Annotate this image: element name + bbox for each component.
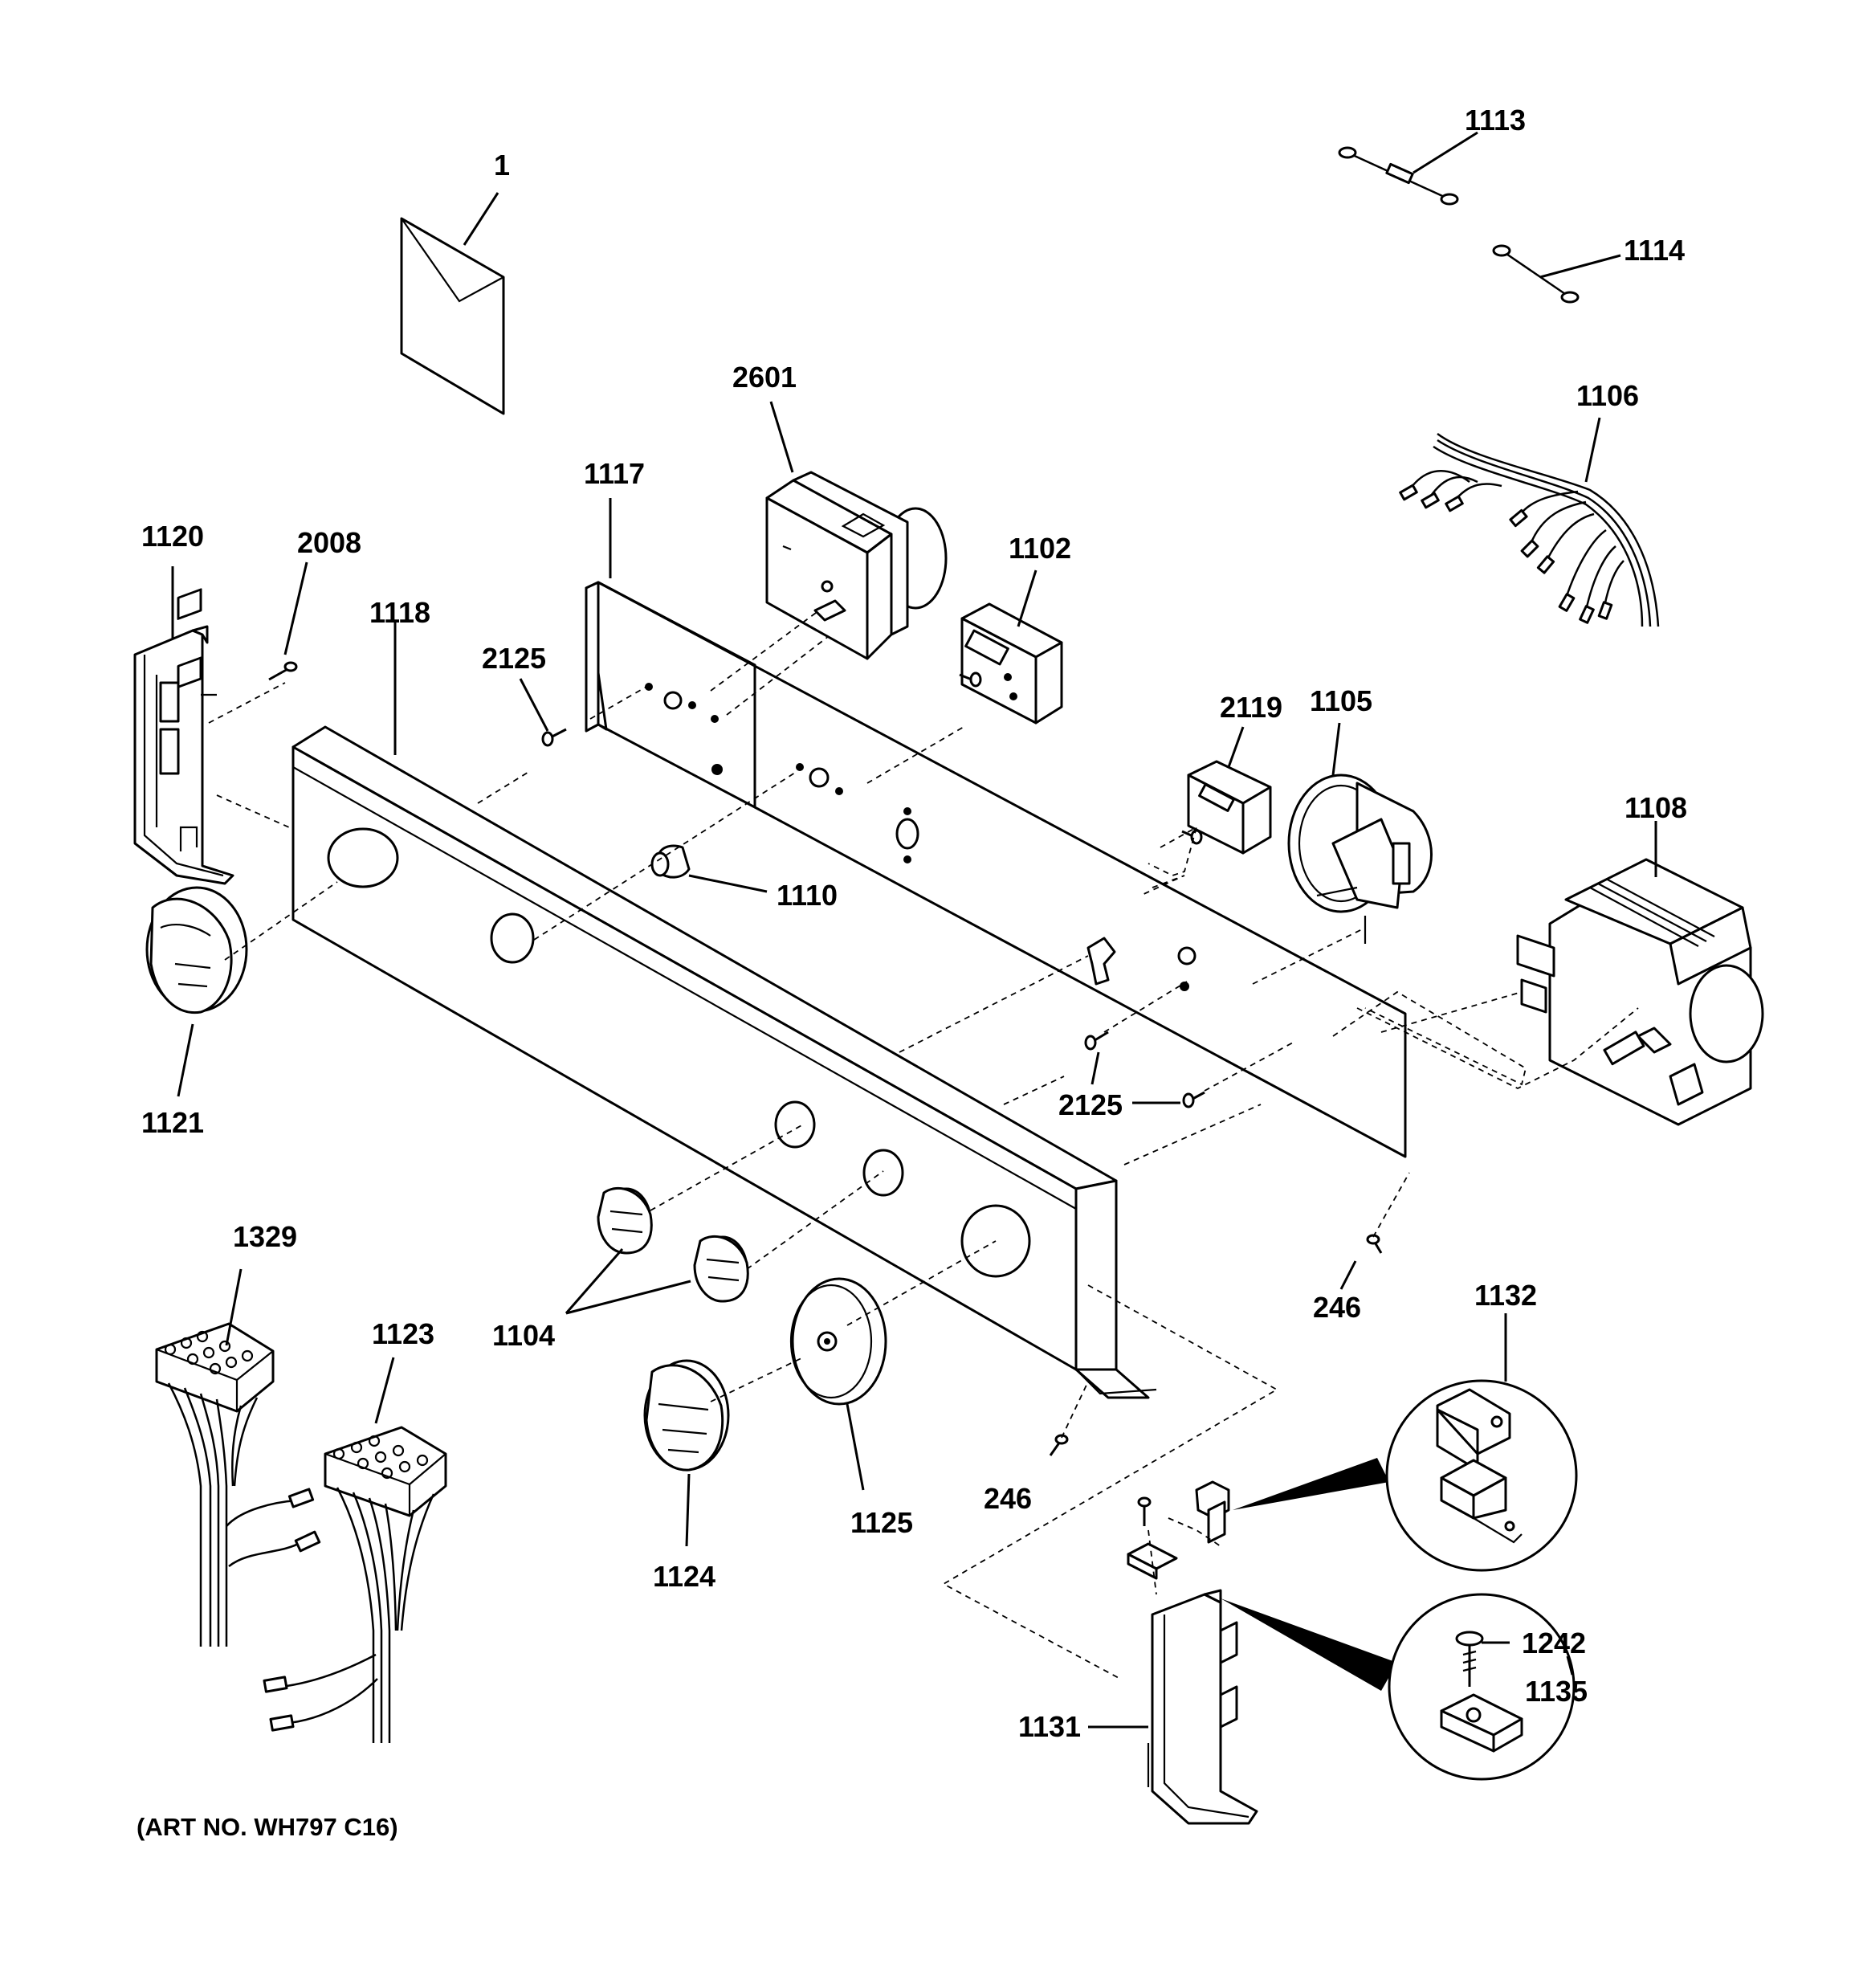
part-2601-timer[interactable]: [765, 401, 948, 660]
callout-1242: 1242: [1522, 1627, 1586, 1659]
part-1132-bracket[interactable]: [1195, 1313, 1578, 1572]
part-1104-knobs[interactable]: [565, 1186, 749, 1315]
callout-246-center: 246: [984, 1482, 1032, 1515]
part-1121-knob[interactable]: [145, 886, 248, 1097]
callout-1132: 1132: [1474, 1279, 1537, 1312]
part-1125-timer-dial[interactable]: [789, 1277, 887, 1491]
part-2125-screw-upper[interactable]: [519, 678, 567, 747]
part-1242-1135-clip[interactable]: [1127, 1496, 1576, 1781]
callout-1125: 1125: [850, 1506, 913, 1539]
callout-1118: 1118: [369, 596, 430, 629]
callout-1108: 1108: [1625, 791, 1687, 824]
callout-1123: 1123: [372, 1317, 434, 1350]
callout-1131: 1131: [1018, 1710, 1081, 1743]
part-1113-fuse-link[interactable]: [1338, 131, 1478, 206]
part-1118-control-panel[interactable]: [291, 623, 1157, 1399]
part-1106-wire-harness[interactable]: [1399, 417, 1660, 627]
callout-1110: 1110: [777, 879, 838, 912]
assembly-guide-lines: [208, 610, 1639, 1680]
part-1131-end-cap-right[interactable]: [1088, 1589, 1258, 1825]
callout-246-right: 246: [1313, 1291, 1361, 1324]
callout-1114: 1114: [1624, 234, 1685, 267]
callout-1121: 1121: [141, 1106, 204, 1139]
callout-1329: 1329: [233, 1220, 297, 1253]
part-2119-switch[interactable]: [1181, 726, 1272, 855]
part-1120-end-cap-left[interactable]: [133, 566, 234, 885]
part-246-screw-right[interactable]: [1339, 1234, 1383, 1290]
art-number-footer: (ART NO. WH797 C16): [137, 1813, 398, 1841]
callout-1120: 1120: [141, 520, 204, 553]
callout-1104: 1104: [492, 1319, 555, 1352]
part-1124-knob[interactable]: [643, 1359, 730, 1547]
callout-labels: 1 1113 1114 1106 2601 1117 1102 1120 200…: [137, 104, 1687, 1841]
callout-1106: 1106: [1576, 379, 1639, 412]
callout-1105: 1105: [1310, 684, 1372, 717]
part-1329-wiring-harness[interactable]: [155, 1268, 321, 1647]
part-1117-console-bracket[interactable]: [585, 498, 1407, 1158]
callout-2125-lower: 2125: [1058, 1088, 1123, 1121]
part-1123-wiring-harness[interactable]: [263, 1357, 447, 1743]
callout-2125-upper: 2125: [482, 642, 546, 675]
callout-2119: 2119: [1220, 691, 1282, 724]
callout-2601: 2601: [732, 361, 797, 394]
part-246-screw-center[interactable]: [1049, 1434, 1069, 1456]
callout-1135: 1135: [1525, 1675, 1588, 1708]
part-1-literature-envelope[interactable]: [400, 192, 505, 415]
part-2008-screw[interactable]: [268, 561, 308, 681]
callout-1124: 1124: [653, 1560, 715, 1593]
callout-1117: 1117: [584, 457, 645, 490]
part-1102-switch[interactable]: [959, 569, 1063, 725]
callout-1113: 1113: [1465, 104, 1526, 137]
part-1105-pressure-switch[interactable]: [1287, 722, 1433, 944]
callout-2008: 2008: [297, 526, 361, 559]
part-1108-motor-assembly[interactable]: [1516, 821, 1764, 1126]
callout-1: 1: [494, 149, 510, 182]
callout-1102: 1102: [1009, 532, 1071, 565]
part-1114-fuse-link[interactable]: [1492, 244, 1621, 304]
part-2125-screw-lower[interactable]: [1084, 1031, 1205, 1108]
